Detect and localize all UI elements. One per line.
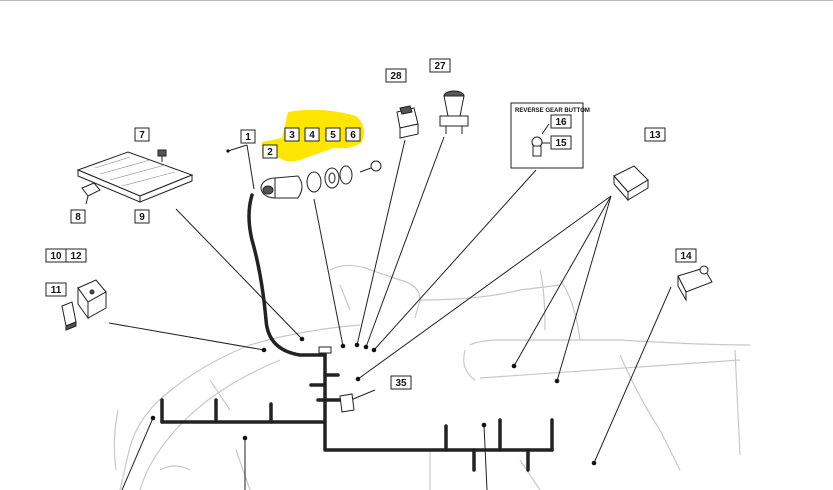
callout-13: 13 (644, 127, 666, 142)
switch-nut-parts (306, 165, 353, 193)
callout-5: 5 (325, 127, 341, 142)
board-connector-part (81, 182, 101, 205)
callout-28: 28 (385, 68, 407, 83)
callout-box (550, 114, 572, 129)
tractor-outline (113, 264, 751, 490)
callout-number: 3 (289, 130, 295, 141)
callout-8: 8 (70, 209, 86, 224)
inset-title: REVERSE GEAR BUTTOM (515, 108, 590, 114)
bolt-part (157, 149, 167, 162)
callout-box (45, 282, 67, 297)
callout-box (675, 248, 697, 263)
callout-number: 8 (75, 212, 81, 223)
rocker-switch-part (396, 105, 419, 139)
control-board-part (76, 151, 194, 203)
push-button-part (439, 90, 469, 134)
fuse-holder-part (61, 301, 77, 331)
callout-box (304, 127, 320, 142)
callout-number: 28 (390, 71, 402, 82)
callout-number: 12 (70, 251, 82, 262)
callout-number: 15 (555, 138, 567, 149)
callout-number: 35 (395, 378, 407, 389)
callout-box (325, 127, 341, 142)
callout-box (390, 375, 412, 390)
callout-box (70, 209, 86, 224)
callout-12: 12 (65, 248, 87, 263)
callout-number: 1 (245, 132, 251, 143)
callout-2: 2 (262, 144, 278, 159)
callout-35: 35 (390, 375, 412, 390)
callout-10: 10 (45, 248, 67, 263)
ignition-switch-part (260, 175, 303, 199)
callout-number: 7 (139, 130, 145, 141)
callout-box (550, 135, 572, 150)
sensor-part (677, 265, 713, 302)
callout-box (284, 127, 300, 142)
callout-number: 6 (350, 130, 356, 141)
callout-box (262, 144, 278, 159)
callout-6: 6 (345, 127, 361, 142)
callout-box (65, 248, 87, 263)
ignition-key-part (359, 160, 382, 173)
callout-27: 27 (429, 58, 451, 73)
callout-number: 4 (309, 130, 315, 141)
callout-box (134, 209, 150, 224)
callout-number: 11 (51, 285, 62, 296)
callout-16: 16 (550, 114, 572, 129)
relay-part (77, 279, 107, 320)
callout-box (429, 58, 451, 73)
leader-dots (150, 149, 597, 466)
callout-number: 14 (680, 251, 692, 262)
callout-11: 11 (45, 282, 67, 297)
callout-box (345, 127, 361, 142)
callout-1: 1 (240, 129, 256, 144)
callout-4: 4 (304, 127, 320, 142)
callout-9: 9 (134, 209, 150, 224)
callout-number: 2 (267, 147, 273, 158)
wiring-harness (160, 193, 554, 472)
callout-number: 27 (434, 61, 446, 72)
callout-box (644, 127, 666, 142)
diode-connector-part (339, 393, 355, 413)
connector-block (318, 346, 332, 354)
callout-14: 14 (675, 248, 697, 263)
leader-lines (108, 136, 672, 490)
callout-number: 9 (139, 212, 145, 223)
callout-15: 15 (550, 135, 572, 150)
callout-box (240, 129, 256, 144)
reverse-gear-inset: REVERSE GEAR BUTTOM (510, 102, 590, 169)
callout-box (385, 68, 407, 83)
callout-box (134, 127, 150, 142)
callout-3: 3 (284, 127, 300, 142)
callout-number: 10 (50, 251, 62, 262)
callout-number: 16 (555, 117, 567, 128)
callout-7: 7 (134, 127, 150, 142)
callout-number: 13 (649, 130, 661, 141)
parts: REVERSE GEAR BUTTOM (61, 90, 713, 413)
callout-number: 5 (330, 130, 336, 141)
relay-switch-part (613, 165, 649, 202)
